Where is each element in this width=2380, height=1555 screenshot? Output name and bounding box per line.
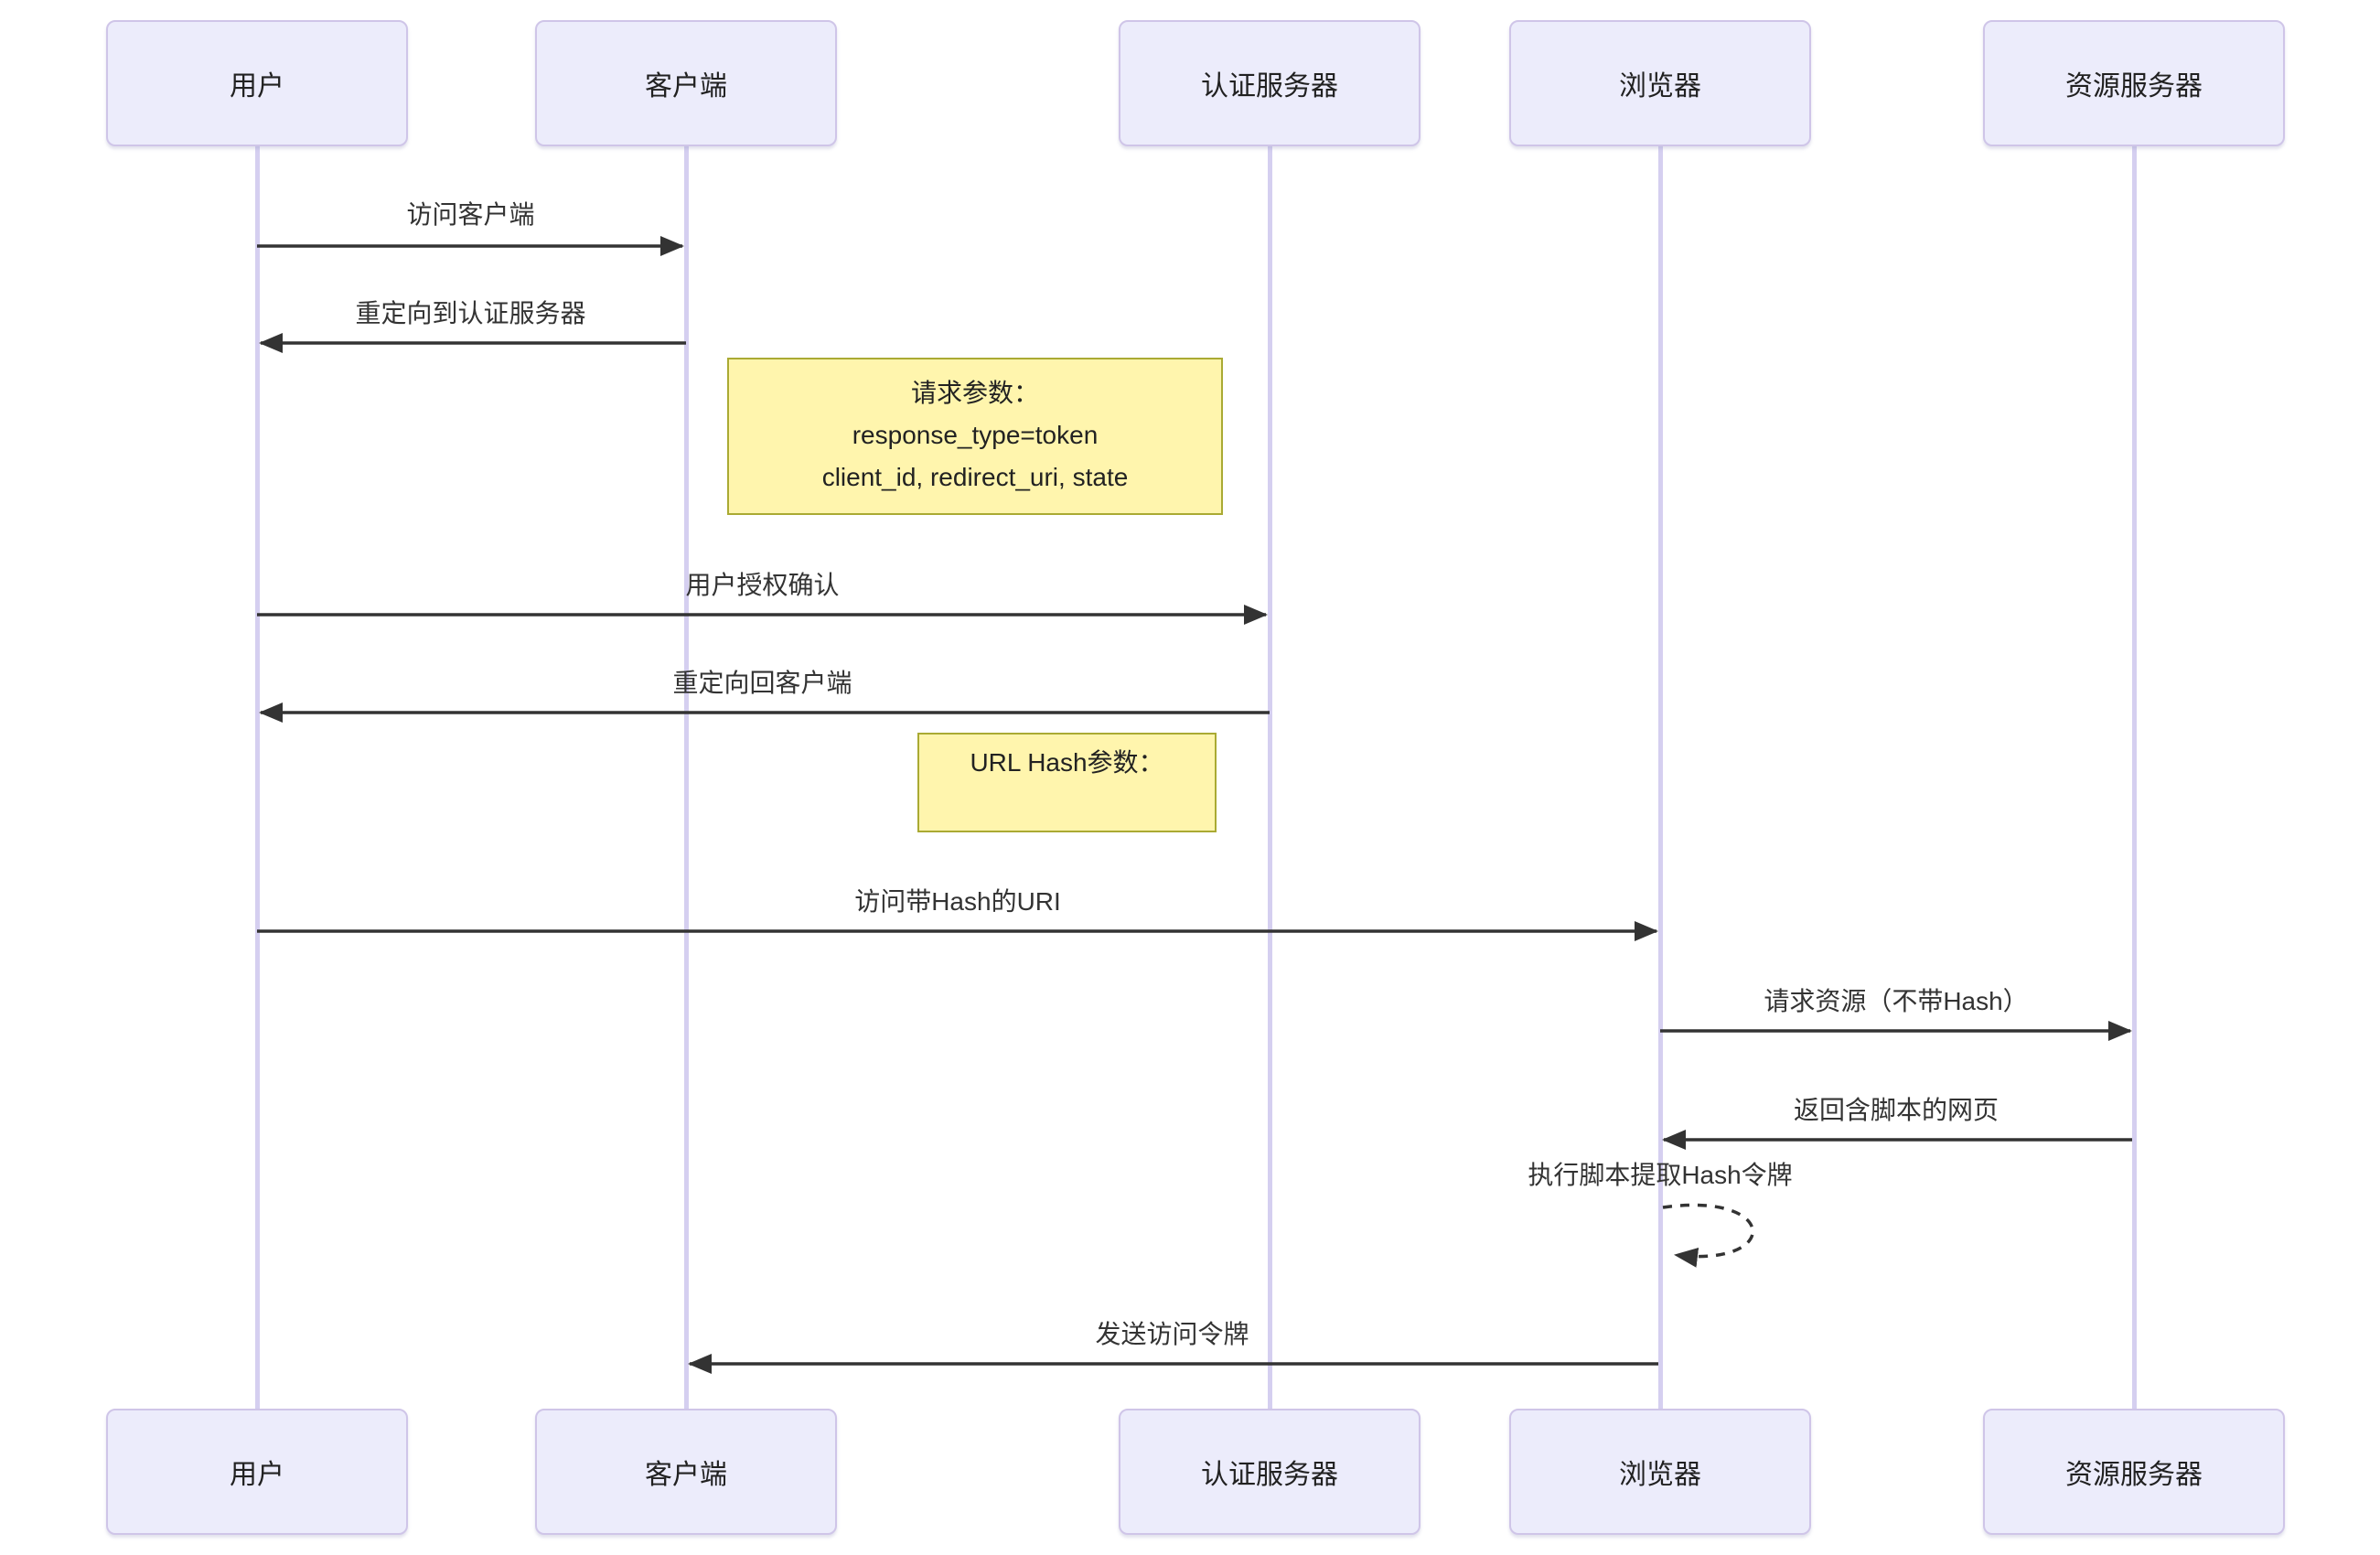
actor-label: 用户 (230, 1460, 284, 1490)
lifeline-browser (1658, 146, 1663, 1409)
actor-label: 资源服务器 (2065, 71, 2203, 102)
lifeline-user (255, 146, 260, 1409)
message-label-user-authorize: 用户授权确认 (685, 571, 840, 599)
message-label-request-resource: 请求资源（不带Hash） (1764, 987, 2029, 1015)
message-label-redirect-back-client: 重定向回客户端 (672, 669, 852, 697)
actor-label: 用户 (230, 71, 284, 102)
actor-bottom-client: 客户端 (535, 1409, 837, 1535)
actor-label: 认证服务器 (1201, 1460, 1338, 1490)
actor-label: 认证服务器 (1201, 71, 1338, 102)
message-label-send-token: 发送访问令牌 (1095, 1320, 1249, 1348)
message-label-extract-token: 执行脚本提取Hash令牌 (1528, 1161, 1793, 1189)
actor-bottom-auth-server: 认证服务器 (1119, 1409, 1420, 1535)
message-label-access-hash-uri: 访问带Hash的URI (854, 887, 1061, 916)
actor-bottom-browser: 浏览器 (1509, 1409, 1811, 1535)
actor-top-user: 用户 (106, 20, 408, 146)
actor-label: 客户端 (645, 1460, 727, 1490)
actor-label: 浏览器 (1619, 1460, 1701, 1490)
message-label-redirect-to-auth: 重定向到认证服务器 (355, 299, 586, 327)
lifeline-auth-server (1268, 146, 1272, 1409)
actor-top-auth-server: 认证服务器 (1119, 20, 1420, 146)
lifeline-client (684, 146, 689, 1409)
actor-label: 资源服务器 (2065, 1460, 2203, 1490)
arrow-self-loop-extract-token (1662, 1203, 1754, 1268)
message-label-return-page: 返回含脚本的网页 (1793, 1096, 1999, 1124)
actor-bottom-resource-server: 资源服务器 (1983, 1409, 2285, 1535)
actor-top-client: 客户端 (535, 20, 837, 146)
lifeline-resource-server (2132, 146, 2137, 1409)
actor-label: 客户端 (645, 71, 727, 102)
actor-top-browser: 浏览器 (1509, 20, 1811, 146)
note-url-hash-params: URL Hash参数： (917, 733, 1217, 832)
actor-bottom-user: 用户 (106, 1409, 408, 1535)
note-request-params: 请求参数： response_type=token client_id, red… (727, 358, 1223, 515)
actor-label: 浏览器 (1619, 71, 1701, 102)
actor-top-resource-server: 资源服务器 (1983, 20, 2285, 146)
message-label-access-client: 访问客户端 (406, 200, 535, 229)
